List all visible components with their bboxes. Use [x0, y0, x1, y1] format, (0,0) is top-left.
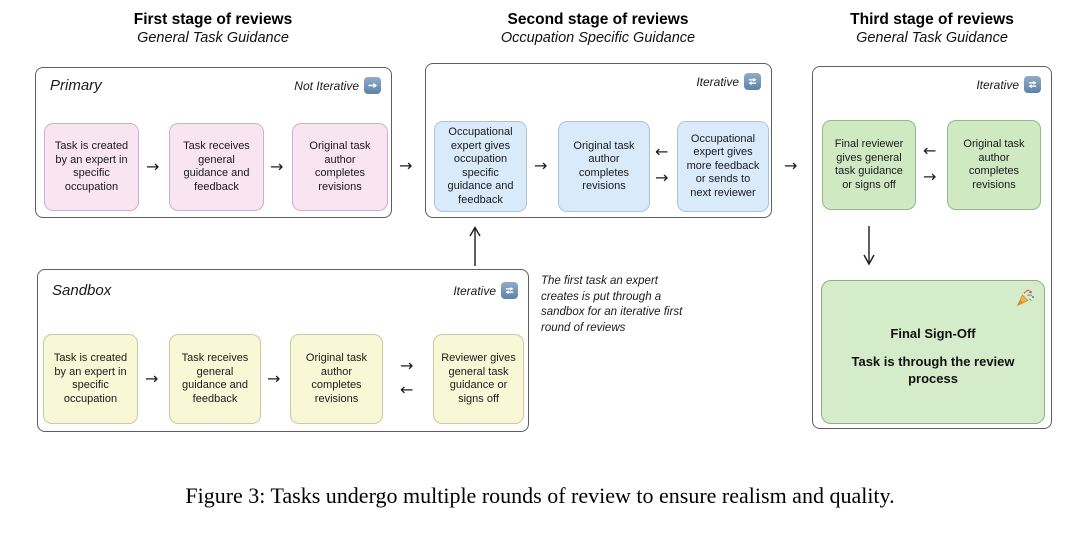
task-box: Task receives general guidance and feedb…	[169, 123, 264, 211]
final-sign-off-body: Task is through the review process	[851, 354, 1015, 386]
repeat-badge-icon	[744, 73, 761, 90]
party-popper-icon	[1016, 289, 1035, 307]
stage3-subtitle: General Task Guidance	[856, 30, 1008, 46]
right-arrow: →	[146, 157, 160, 176]
right-arrow: →	[655, 168, 669, 187]
stage3-header: Third stage of reviews General Task Guid…	[812, 10, 1052, 47]
primary-panel-label: Primary	[50, 77, 102, 94]
repeat-badge-icon	[1024, 76, 1041, 93]
iterative-label: Iterative	[453, 283, 496, 298]
right-arrow: →	[534, 156, 548, 175]
not-iterative-label: Not Iterative	[294, 78, 359, 93]
stage3-panel: Iterative Final reviewer gives general t…	[812, 66, 1052, 429]
iterative-label: Iterative	[696, 74, 739, 89]
stage2-header: Second stage of reviews Occupation Speci…	[478, 10, 718, 47]
stage2-subtitle: Occupation Specific Guidance	[500, 30, 696, 46]
sandbox-note: The first task an expert creates is put …	[541, 275, 683, 334]
right-arrow: →	[923, 167, 937, 186]
sandbox-mode-label: Iterative	[453, 282, 518, 299]
stage1-title: First stage of reviews	[133, 11, 293, 28]
task-box: Task is created by an expert in specific…	[44, 123, 139, 211]
figure-caption: Figure 3: Tasks undergo multiple rounds …	[185, 483, 895, 508]
task-box: Task is created by an expert in specific…	[43, 334, 138, 424]
primary-panel: Primary Not Iterative Task is created by…	[35, 67, 392, 218]
stage1-subtitle: General Task Guidance	[137, 30, 289, 46]
right-arrow: →	[145, 369, 159, 388]
down-arrow	[863, 226, 875, 266]
stage2-mode-label: Iterative	[696, 73, 761, 90]
left-arrow: ←	[400, 380, 414, 399]
task-box: Original task author completes revisions	[947, 120, 1041, 210]
task-box: Original task author completes revisions	[558, 121, 650, 212]
stage3-mode-label: Iterative	[976, 76, 1041, 93]
task-box: Original task author completes revisions	[290, 334, 383, 424]
left-arrow: ←	[655, 142, 669, 161]
stage2-panel: Iterative Occupational expert gives occu…	[425, 63, 772, 218]
stage1-header: First stage of reviews General Task Guid…	[93, 10, 333, 47]
task-box: Occupational expert gives occupation spe…	[434, 121, 527, 212]
left-arrow: ←	[923, 141, 937, 160]
right-arrow: →	[267, 369, 281, 388]
repeat-badge-icon	[501, 282, 518, 299]
up-arrow	[469, 226, 481, 266]
final-sign-off-title: Final Sign-Off	[890, 326, 976, 341]
stage1-to-stage2-arrow: →	[399, 156, 413, 175]
stage2-title: Second stage of reviews	[507, 11, 689, 28]
task-box: Occupational expert gives more feedback …	[677, 121, 769, 212]
task-box: Reviewer gives general task guidance or …	[433, 334, 524, 424]
primary-mode-label: Not Iterative	[294, 77, 381, 94]
sandbox-panel: Sandbox Iterative Task is created by an …	[37, 269, 529, 432]
stage2-to-stage3-arrow: →	[784, 156, 798, 175]
right-arrow-badge-icon	[364, 77, 381, 94]
iterative-label: Iterative	[976, 77, 1019, 92]
task-box: Original task author completes revisions	[292, 123, 388, 211]
final-sign-off-box: Final Sign-Off Task is through the revie…	[821, 280, 1045, 424]
sandbox-panel-label: Sandbox	[52, 282, 112, 299]
task-box: Task receives general guidance and feedb…	[169, 334, 261, 424]
right-arrow: →	[400, 356, 414, 375]
task-box: Final reviewer gives general task guidan…	[822, 120, 916, 210]
right-arrow: →	[270, 157, 284, 176]
stage3-title: Third stage of reviews	[850, 11, 1014, 28]
